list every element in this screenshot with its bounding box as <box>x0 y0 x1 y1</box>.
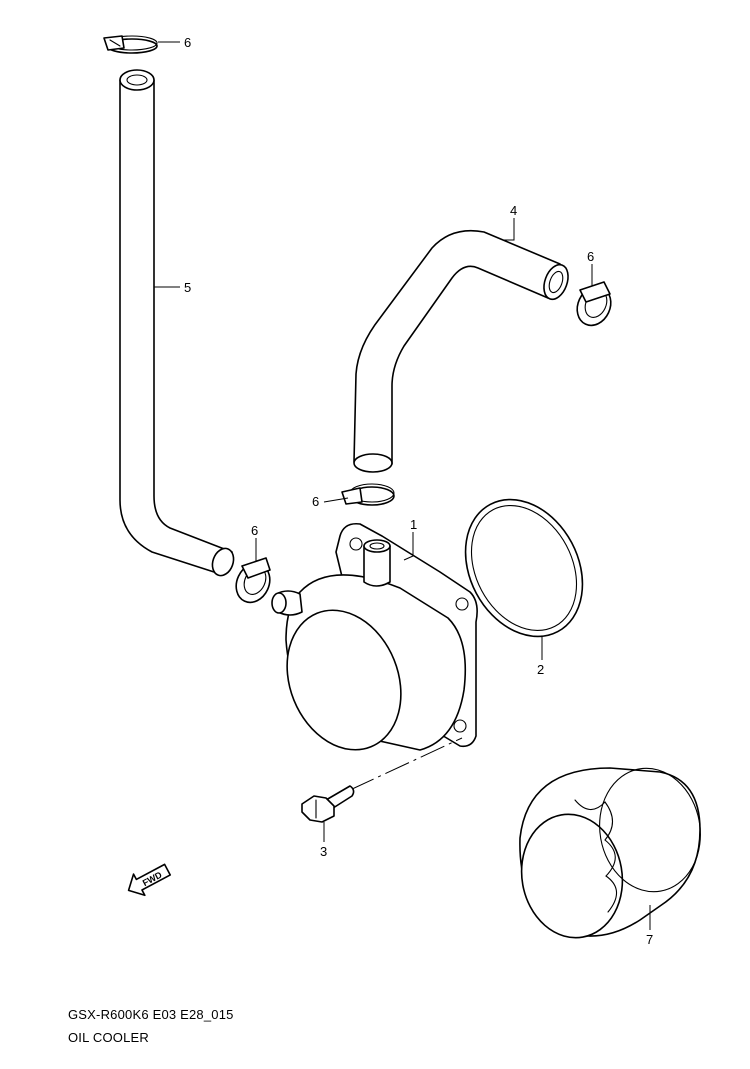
callout-bolt: 3 <box>320 844 327 859</box>
callout-hose-long: 5 <box>184 280 191 295</box>
oil-cooler[interactable] <box>267 522 478 767</box>
callout-clamp-left: 6 <box>251 523 258 538</box>
oil-filter[interactable] <box>512 760 710 945</box>
bolt-axis-line <box>349 737 463 791</box>
model-code: GSX-R600K6 E03 E28_015 <box>68 1007 234 1022</box>
callout-filter: 7 <box>646 932 653 947</box>
clamp-top[interactable] <box>103 35 158 54</box>
callout-clamp-right: 6 <box>587 249 594 264</box>
callout-hose-upper: 4 <box>510 203 517 218</box>
leader-lines <box>154 41 651 930</box>
diagram-title: OIL COOLER <box>68 1030 149 1045</box>
clamp-middle[interactable] <box>341 483 395 506</box>
hose-upper[interactable] <box>353 229 572 473</box>
callout-o-ring: 2 <box>537 662 544 677</box>
clamp-left[interactable] <box>230 557 276 608</box>
callout-cooler: 1 <box>410 517 417 532</box>
o-ring[interactable] <box>443 479 606 657</box>
callout-clamp-top: 6 <box>184 35 191 50</box>
clamp-right[interactable] <box>571 281 617 331</box>
hose-long[interactable] <box>119 69 237 579</box>
callout-clamp-middle: 6 <box>312 494 319 509</box>
fwd-arrow-icon: FWD <box>127 863 172 897</box>
bolt[interactable] <box>301 785 355 823</box>
